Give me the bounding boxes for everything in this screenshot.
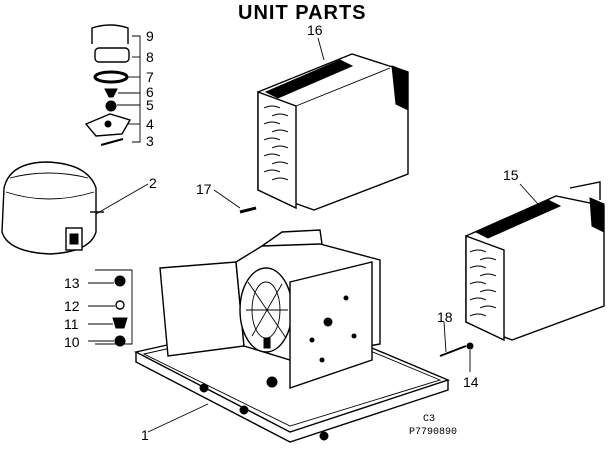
- callout-labels: 1 2 3 4 5 6 7 8 9 10 11 12 13 14 15 16 1…: [64, 22, 519, 443]
- part-10-washer: [114, 335, 126, 347]
- callout-7: 7: [146, 69, 154, 85]
- part-number: P7790890: [409, 427, 457, 438]
- callout-13: 13: [64, 275, 80, 291]
- callout-10: 10: [64, 334, 80, 350]
- callout-8: 8: [146, 49, 154, 65]
- callout-18: 18: [437, 309, 453, 325]
- callout-14: 14: [463, 374, 479, 390]
- diagram-title: UNIT PARTS: [238, 2, 367, 24]
- callout-11: 11: [64, 316, 79, 332]
- fan-shroud: [159, 229, 381, 389]
- callout-17: 17: [196, 181, 212, 197]
- coil-15-tubes: [469, 249, 497, 317]
- part-11-spacer: [112, 317, 128, 329]
- part-18-rod: [439, 321, 467, 357]
- part-17-tube: [213, 189, 257, 214]
- part-15-condenser-coil: [465, 181, 605, 342]
- callout-2: 2: [149, 175, 157, 191]
- part-8-gasket: [94, 47, 130, 63]
- callout-1: 1: [141, 427, 149, 443]
- callout-16: 16: [307, 22, 323, 38]
- part-5-nut: [105, 100, 117, 112]
- drawing-code: C3: [423, 414, 435, 425]
- callout-12: 12: [64, 298, 80, 314]
- part-3-screw: [100, 138, 124, 146]
- part-7-ring: [93, 70, 129, 84]
- hardware-column: [88, 269, 133, 347]
- callout-6: 6: [146, 84, 154, 100]
- callout-9: 9: [146, 28, 154, 44]
- callout-3: 3: [146, 133, 154, 149]
- callout-15: 15: [503, 167, 519, 183]
- callout-5: 5: [146, 97, 154, 113]
- callout-4: 4: [146, 116, 154, 132]
- part-6-grommet: [104, 88, 118, 98]
- part-13-mount: [114, 275, 126, 287]
- part-12-grommet: [115, 300, 125, 310]
- part-16-evaporator-coil: [257, 37, 409, 211]
- part-14-fitting: [466, 342, 474, 372]
- small-parts-stack: [84, 24, 141, 146]
- part-2-compressor: [1, 161, 149, 255]
- coil-16-tubes: [263, 105, 289, 181]
- part-9-bracket: [91, 24, 129, 44]
